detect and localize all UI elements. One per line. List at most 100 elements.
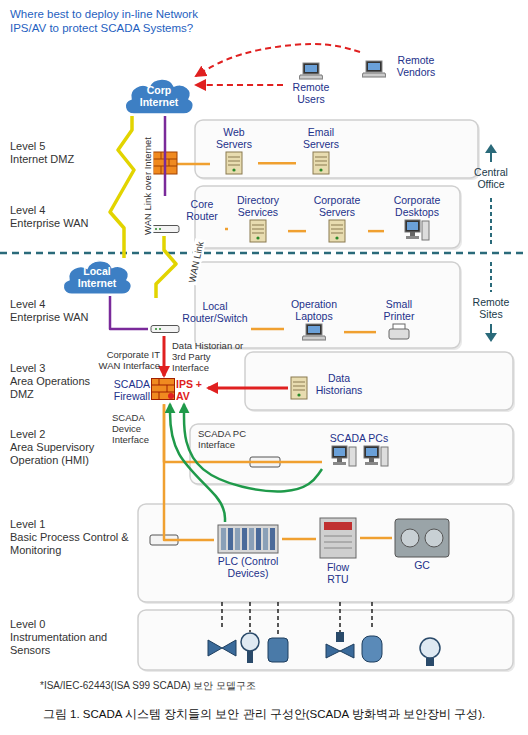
- connector: [163, 336, 166, 376]
- connector: [164, 404, 322, 462]
- device-node: SCADA PCs: [322, 430, 396, 469]
- device-node: Directory Services: [228, 192, 288, 245]
- device-label: Small Printer: [378, 298, 420, 322]
- valve-symbol: [208, 640, 236, 656]
- device-label: Corporate Desktops: [386, 194, 448, 218]
- sensor-stem: [426, 658, 434, 666]
- connector: [368, 230, 384, 233]
- device-label: Web Servers: [212, 126, 256, 150]
- arrow-head: [485, 333, 497, 342]
- field-wire: [339, 602, 341, 632]
- cloud-node: Corp Internet: [122, 76, 196, 116]
- field-wire: [249, 602, 251, 632]
- actuator-symbol: [336, 632, 344, 642]
- pump-symbol: [268, 638, 288, 662]
- device-node: Remote Users: [283, 60, 339, 107]
- connector: [282, 538, 316, 541]
- level2-band: [190, 424, 513, 484]
- connector: [225, 228, 228, 231]
- gc-icon: [394, 518, 450, 558]
- device-node: Remote Vendors: [360, 52, 447, 80]
- printer-icon: [387, 323, 411, 341]
- connector: [258, 162, 296, 165]
- level5-band: [195, 120, 478, 178]
- field-wire: [371, 602, 373, 630]
- level-label: Internet DMZ: [10, 153, 100, 166]
- arrow-head: [485, 144, 497, 153]
- connector: [170, 404, 225, 522]
- fw-icon: [151, 378, 175, 400]
- site-label: Remote Sites: [462, 296, 520, 321]
- diagram-title: Where best to deploy in-line Network IPS…: [10, 8, 200, 35]
- link-label: WAN Link: [186, 238, 206, 285]
- device-label: Remote Users: [285, 81, 337, 105]
- device-label: IPS + AV: [176, 378, 206, 402]
- device-label: GC: [402, 559, 442, 571]
- device-label: Email Servers: [298, 126, 344, 150]
- device-node: Web Servers: [210, 124, 258, 177]
- arrow-shaft: [490, 152, 492, 162]
- level4-band: [195, 186, 460, 248]
- level-label: Level 1: [10, 518, 90, 531]
- level-label: Level 3: [10, 362, 90, 375]
- arrow-shaft: [490, 262, 492, 292]
- gauge-stem: [247, 651, 253, 663]
- connector: [110, 116, 134, 258]
- router-icon: [150, 224, 180, 234]
- connector: [196, 84, 283, 86]
- connector: [208, 387, 288, 390]
- level0-band: [138, 610, 513, 670]
- site-label: Central Office: [462, 166, 520, 191]
- interface-label: SCADA Device Interface: [112, 412, 158, 446]
- level-label: Level 0: [10, 618, 90, 631]
- level-label: Level 4: [10, 204, 90, 217]
- connector: [344, 331, 376, 334]
- device-label: Directory Services: [230, 194, 286, 218]
- level-label: Area Operations DMZ: [10, 375, 94, 401]
- device-node: SCADA FirewallIPS + AV: [96, 376, 208, 404]
- arrow-shaft: [490, 198, 492, 244]
- link-label: WAN Link over Internet: [142, 135, 153, 237]
- level-label: Level 4: [10, 298, 90, 311]
- level-label: Enterprise WAN: [10, 217, 100, 230]
- device-label: Corporate Servers: [308, 194, 366, 218]
- level3-band: [245, 352, 513, 410]
- device-label: Local Router/Switch: [181, 300, 249, 324]
- cloud-label: Corp Internet: [128, 84, 190, 108]
- device-label: Data Historians: [309, 372, 369, 396]
- interface-label: Corporate IT WAN Interface: [84, 349, 160, 371]
- server-icon: [312, 151, 330, 175]
- level-label: Basic Process Control & Monitoring: [10, 531, 134, 557]
- level-label: Enterprise WAN: [10, 311, 100, 324]
- server-icon: [225, 151, 243, 175]
- device-node: Operation Laptops: [284, 296, 344, 343]
- connector: [110, 296, 148, 329]
- level-label: Level 5: [10, 140, 90, 153]
- device-label: SCADA PCs: [324, 432, 394, 444]
- level-label: Area Supervisory Operation (HMI): [10, 441, 106, 467]
- connector: [164, 116, 167, 196]
- rtu-icon: [318, 516, 358, 560]
- desktop-icon: [404, 219, 430, 241]
- instruments: [208, 632, 440, 666]
- laptop-icon: [299, 62, 323, 80]
- device-node: GC: [392, 516, 452, 573]
- server-icon: [328, 219, 346, 243]
- device-node: Flow RTU: [316, 514, 360, 587]
- device-node: Corporate Desktops: [384, 192, 450, 243]
- sensor-symbol: [420, 638, 440, 658]
- tank-symbol: [362, 636, 382, 662]
- device-label: PLC (Control Devices): [216, 555, 280, 579]
- level-label: Instrumentation and Sensors: [10, 631, 122, 657]
- connector: [251, 328, 284, 331]
- site-divider: [0, 252, 528, 255]
- pcs-icon: [327, 445, 391, 467]
- valve-symbol: [326, 644, 354, 658]
- field-wire: [221, 602, 223, 630]
- laptop-icon: [362, 60, 386, 78]
- level-label: Level 2: [10, 428, 90, 441]
- server-icon: [249, 219, 267, 243]
